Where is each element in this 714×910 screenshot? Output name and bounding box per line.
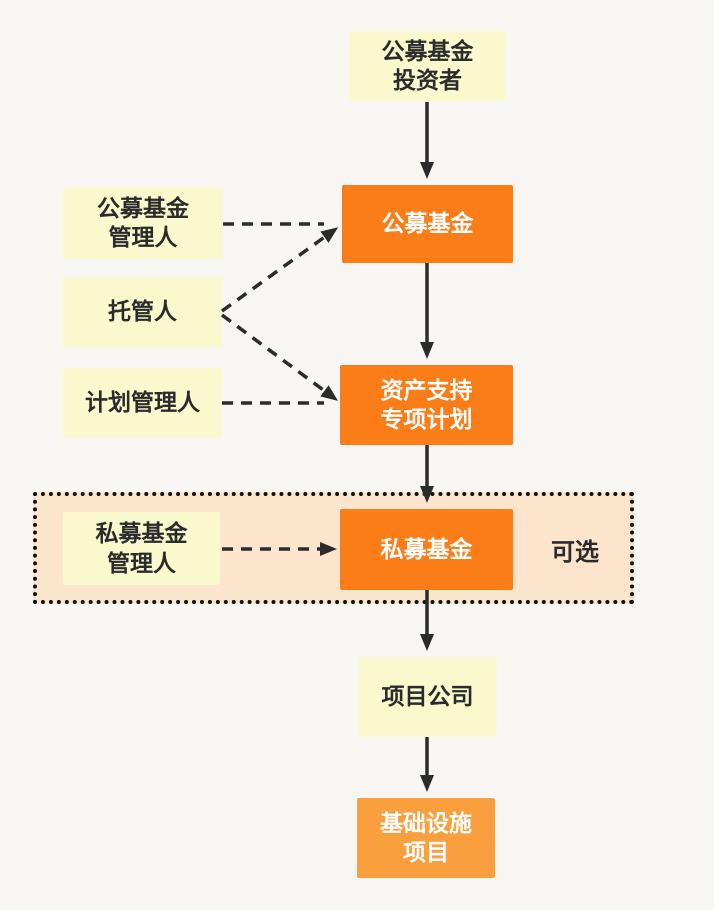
- node-custodian: 托管人: [63, 277, 222, 347]
- node-public-fund-investors: 公募基金 投资者: [349, 31, 506, 101]
- node-label: 私募基金 管理人: [95, 520, 188, 576]
- node-project-company: 项目公司: [358, 657, 497, 737]
- optional-label-text: 可选: [551, 538, 599, 566]
- arrow-custodian-to-abs-plan: [220, 313, 339, 401]
- arrow-custodian-to-public-fund: [220, 227, 339, 313]
- node-label: 项目公司: [381, 683, 474, 710]
- node-public-fund: 公募基金: [342, 185, 513, 263]
- node-label: 资产支持 专项计划: [380, 376, 473, 432]
- node-plan-manager: 计划管理人: [63, 368, 222, 438]
- node-public-fund-manager: 公募基金 管理人: [63, 187, 223, 259]
- node-private-fund: 私募基金: [340, 509, 513, 590]
- node-private-fund-manager: 私募基金 管理人: [63, 512, 220, 585]
- node-label: 公募基金 管理人: [97, 194, 189, 250]
- optional-label: 可选: [540, 535, 610, 566]
- node-label: 公募基金: [381, 210, 474, 237]
- node-label: 公募基金 投资者: [381, 37, 474, 93]
- node-label: 计划管理人: [85, 389, 200, 416]
- node-abs-plan: 资产支持 专项计划: [340, 365, 513, 445]
- node-label: 托管人: [108, 298, 177, 325]
- node-label: 私募基金: [380, 535, 473, 562]
- node-label: 基础设施 项目: [380, 809, 472, 865]
- node-infrastructure-project: 基础设施 项目: [357, 798, 495, 878]
